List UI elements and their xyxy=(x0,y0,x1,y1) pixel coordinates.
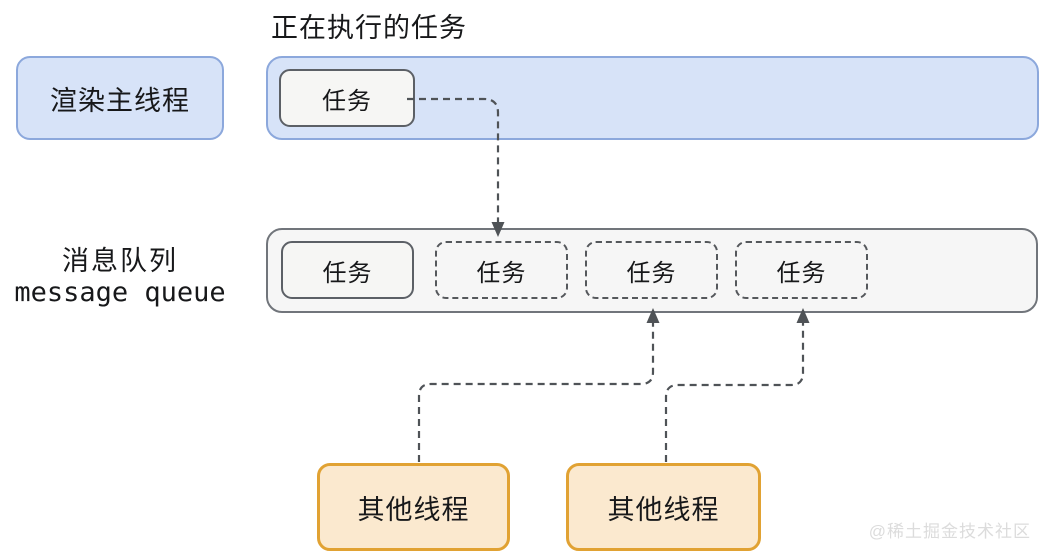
message-queue-label-cn: 消息队列 xyxy=(62,246,178,276)
queue-task-1: 任务 xyxy=(281,241,414,299)
other-thread-1-label: 其他线程 xyxy=(357,494,470,525)
render-main-thread-box: 渲染主线程 xyxy=(16,56,224,140)
arrow-thread1-to-queue xyxy=(417,323,655,462)
watermark: @稀土掘金技术社区 xyxy=(868,522,1031,541)
message-queue-label: 消息队列 message queue xyxy=(0,246,240,309)
arrow-thread2-to-queue xyxy=(664,323,805,462)
other-thread-2-label: 其他线程 xyxy=(607,494,720,525)
queue-task-4-label: 任务 xyxy=(776,259,827,287)
queue-task-3: 任务 xyxy=(585,241,718,299)
executing-task-label: 任务 xyxy=(322,87,372,115)
executing-task-box: 任务 xyxy=(279,69,415,127)
message-queue-label-en: message queue xyxy=(14,277,226,308)
queue-task-2: 任务 xyxy=(435,241,568,299)
queue-task-2-label: 任务 xyxy=(476,259,527,287)
executing-task-title: 正在执行的任务 xyxy=(271,13,467,43)
render-main-thread-label: 渲染主线程 xyxy=(50,85,190,116)
queue-task-3-label: 任务 xyxy=(626,259,677,287)
queue-task-1-label: 任务 xyxy=(322,259,373,287)
queue-task-4: 任务 xyxy=(735,241,868,299)
message-queue-bar: 任务 任务 任务 任务 xyxy=(266,228,1038,313)
other-thread-box-2: 其他线程 xyxy=(566,463,761,551)
render-thread-bar: 任务 xyxy=(266,56,1039,140)
other-thread-box-1: 其他线程 xyxy=(317,463,510,551)
